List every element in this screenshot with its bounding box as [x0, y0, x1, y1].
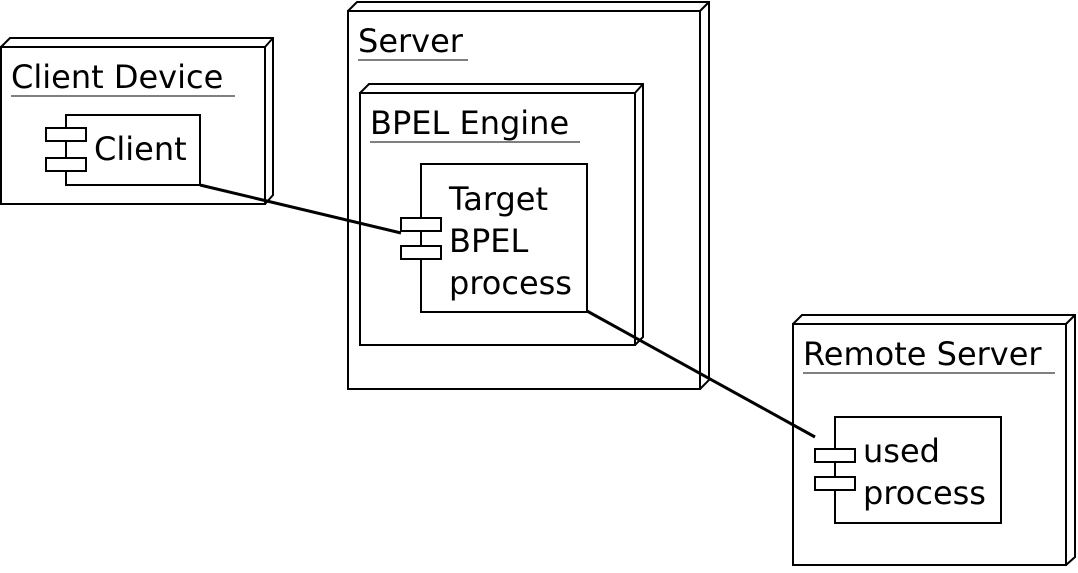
- used-process-component: [814, 416, 1002, 524]
- target-to-used-connector: [586, 309, 816, 439]
- target-label-line-1: Target: [448, 180, 548, 218]
- bpel-engine-title: BPEL Engine: [370, 104, 569, 142]
- used-label-line-1: used: [863, 432, 940, 470]
- remote-server-title: Remote Server: [803, 335, 1042, 373]
- client-component: [45, 114, 201, 186]
- target-label-line-3: process: [449, 264, 572, 302]
- client-label: Client: [94, 130, 187, 168]
- target-label-line-2: BPEL: [449, 222, 528, 260]
- target-bpel-process-component: [400, 163, 588, 313]
- server-title: Server: [358, 22, 464, 60]
- client-to-target-connector: [199, 183, 402, 235]
- used-label-line-2: process: [863, 474, 986, 512]
- client-device-title: Client Device: [11, 58, 223, 96]
